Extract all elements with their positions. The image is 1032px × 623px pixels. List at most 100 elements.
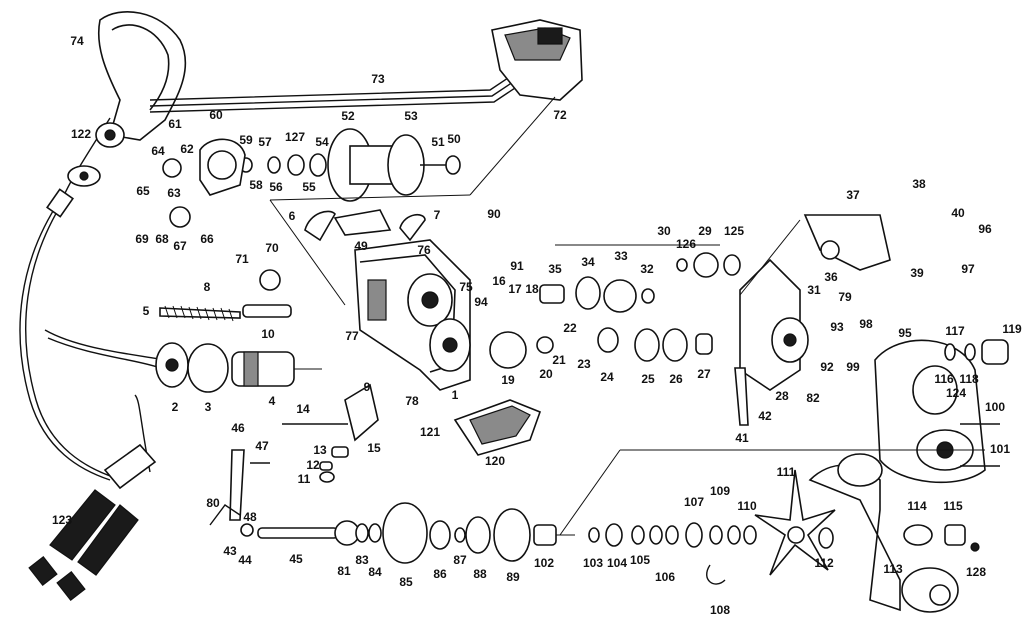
spool-assembly [239,128,461,202]
label-19: 19 [501,373,515,387]
label-90: 90 [487,207,501,221]
label-48: 48 [243,510,257,524]
part-number-labels: 74 73 72 122 61 60 59 57 127 54 52 53 51… [52,34,1022,617]
connector-plugs [28,443,157,602]
label-113: 113 [883,562,903,576]
label-101: 101 [990,442,1010,456]
label-14: 14 [296,402,310,416]
drive-gears [259,269,655,369]
label-49: 49 [354,239,368,253]
click-spring-parts [209,449,270,537]
clicker-parts [282,383,379,483]
label-107: 107 [684,495,704,509]
label-43: 43 [223,544,237,558]
star-drag [754,469,836,576]
label-35: 35 [548,262,562,276]
label-71: 71 [235,252,249,266]
label-86: 86 [433,567,447,581]
label-3: 3 [205,400,212,414]
label-40: 40 [951,206,965,220]
label-65: 65 [136,184,150,198]
label-32: 32 [640,262,654,276]
label-80: 80 [206,496,220,510]
label-118: 118 [959,372,979,386]
label-20: 20 [539,367,553,381]
frame-arm [95,11,525,148]
label-34: 34 [581,255,595,269]
label-13: 13 [313,443,327,457]
label-46: 46 [231,421,245,435]
label-123: 123 [52,513,72,527]
frame-body [354,239,471,391]
label-88: 88 [473,567,487,581]
label-120: 120 [485,454,505,468]
guide-lines [269,96,985,536]
label-26: 26 [669,372,683,386]
label-78: 78 [405,394,419,408]
label-10: 10 [261,327,275,341]
label-11: 11 [298,472,311,486]
label-18: 18 [525,282,539,296]
lever-41 [734,367,749,426]
label-1: 1 [452,388,459,402]
label-79: 79 [838,290,852,304]
label-62: 62 [180,142,194,156]
label-110: 110 [737,499,757,513]
handle-cover [874,339,986,484]
handle-nut-parts [903,524,980,552]
handle-arm [808,453,959,613]
label-42: 42 [758,409,772,423]
label-27: 27 [697,367,711,381]
label-72: 72 [553,108,567,122]
label-25: 25 [641,372,655,386]
label-108: 108 [710,603,730,617]
label-41: 41 [735,431,749,445]
right-sideplate [739,214,891,391]
label-33: 33 [614,249,628,263]
label-54: 54 [315,135,329,149]
label-121: 121 [420,425,440,439]
cap-washers [944,339,1009,365]
label-127: 127 [285,130,305,144]
label-24: 24 [600,370,614,384]
label-84: 84 [368,565,382,579]
label-63: 63 [167,186,181,200]
label-58: 58 [249,178,263,192]
label-92: 92 [820,360,834,374]
label-68: 68 [155,232,169,246]
label-12: 12 [306,458,320,472]
label-44: 44 [238,553,252,567]
plug-cap [46,165,101,218]
label-94: 94 [474,295,488,309]
label-117: 117 [945,324,965,338]
drag-parts [536,327,713,362]
label-100: 100 [985,400,1005,414]
label-75: 75 [459,280,473,294]
label-102: 102 [534,556,554,570]
label-37: 37 [846,188,860,202]
levelwind-covers [304,209,426,242]
label-5: 5 [143,304,150,318]
label-99: 99 [846,360,860,374]
counter-unit [491,19,583,101]
label-89: 89 [506,570,520,584]
label-38: 38 [912,177,926,191]
label-126: 126 [676,237,696,251]
label-111: 111 [777,465,796,479]
label-29: 29 [698,224,712,238]
label-104: 104 [607,556,627,570]
label-85: 85 [399,575,413,589]
label-114: 114 [907,499,927,513]
label-15: 15 [367,441,381,455]
label-9: 9 [364,380,371,394]
label-69: 69 [135,232,149,246]
label-73: 73 [371,72,385,86]
label-6: 6 [289,209,296,223]
label-81: 81 [337,564,351,578]
thumb-bar [453,399,542,456]
label-45: 45 [289,552,303,566]
screws-100-101 [960,423,1000,467]
label-28: 28 [775,389,789,403]
label-119: 119 [1002,322,1022,336]
label-83: 83 [355,553,369,567]
